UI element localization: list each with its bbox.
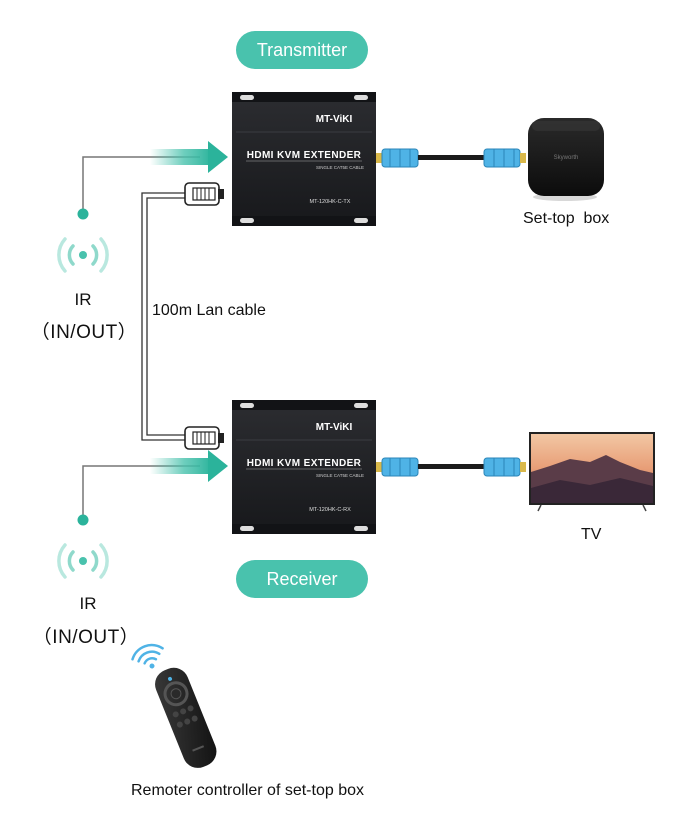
receiver-model: MT-120HK-C-RX (309, 507, 351, 513)
hdmi-cable-bottom (376, 457, 526, 477)
set-top-box-brand: Skyworth (554, 155, 579, 161)
set-top-box: Skyworth (528, 118, 604, 201)
ir-wire-bottom (82, 465, 200, 520)
rj45-connector-icon (184, 182, 224, 206)
receiver-product-sub: SINGLE CAT5E CABLE (316, 473, 364, 478)
transmitter-device: MT-ViKI HDMI KVM EXTENDER SINGLE CAT5E C… (232, 92, 376, 226)
arrow-right-icon (150, 141, 228, 173)
ir-top-label: IR (74, 290, 92, 309)
arrow-right-icon (150, 450, 228, 482)
lan-cable (141, 192, 193, 441)
ir-bottom-mode: （IN/OUT） (32, 627, 140, 648)
ir-emitter-dot (77, 208, 89, 220)
ir-emitter-dot (77, 514, 89, 526)
set-top-box-label: Set-top box (523, 210, 610, 227)
rj45-connector-icon (184, 426, 224, 450)
tv-label: TV (581, 526, 602, 543)
receiver-product-name: HDMI KVM EXTENDER (247, 458, 362, 469)
transmitter-product-name: HDMI KVM EXTENDER (247, 150, 362, 161)
receiver-title: Receiver (236, 560, 368, 598)
transmitter-brand: MT-ViKI (316, 114, 353, 125)
receiver-device: MT-ViKI HDMI KVM EXTENDER SINGLE CAT5E C… (232, 400, 376, 534)
remote-label: Remoter controller of set-top box (131, 782, 364, 799)
ir-signal-icon (57, 543, 109, 579)
transmitter-product-sub: SINGLE CAT5E CABLE (316, 165, 364, 170)
transmitter-title: Transmitter (236, 31, 368, 69)
ir-signal-icon (57, 237, 109, 273)
wifi-signal-icon (131, 643, 164, 669)
tv (529, 432, 655, 512)
lan-cable-label: 100m Lan cable (152, 302, 266, 319)
receiver-brand: MT-ViKI (316, 422, 353, 433)
transmitter-model: MT-120HK-C-TX (310, 199, 351, 205)
ir-bottom-label: IR (79, 594, 97, 613)
remote-controller (155, 667, 217, 768)
hdmi-cable-top (376, 148, 526, 168)
ir-top-mode: （IN/OUT） (30, 322, 138, 343)
